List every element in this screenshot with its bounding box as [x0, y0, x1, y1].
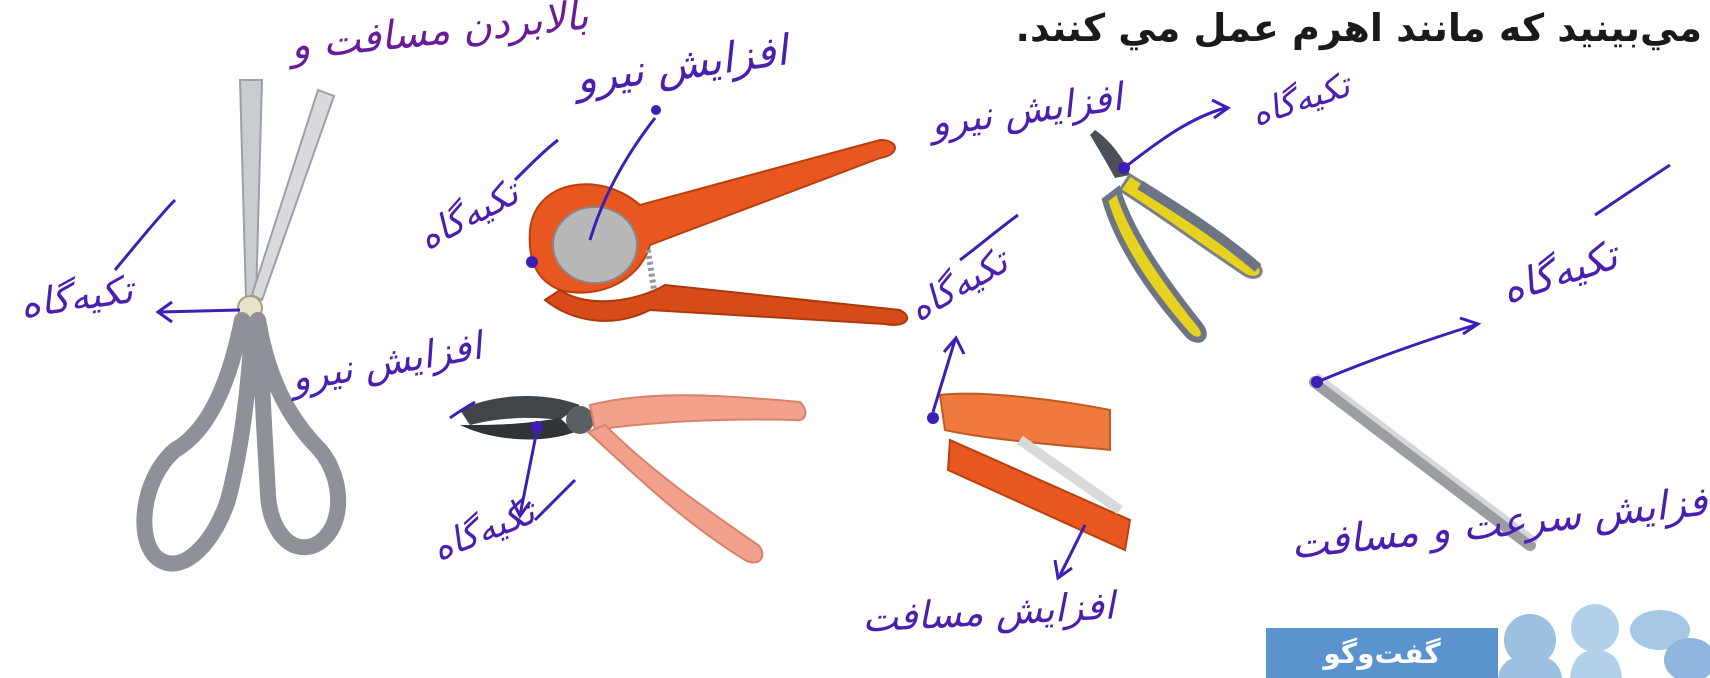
scissors-icon [115, 80, 338, 564]
dialog-section-tab[interactable]: گفت‌وگو [1266, 628, 1498, 678]
people-icon [1498, 604, 1710, 678]
nutcracker-icon [515, 105, 907, 325]
page-heading: مي‌بينيد که مانند اهرم عمل مي کنند. [1016, 6, 1702, 50]
wire-cutter-icon [1090, 100, 1261, 340]
